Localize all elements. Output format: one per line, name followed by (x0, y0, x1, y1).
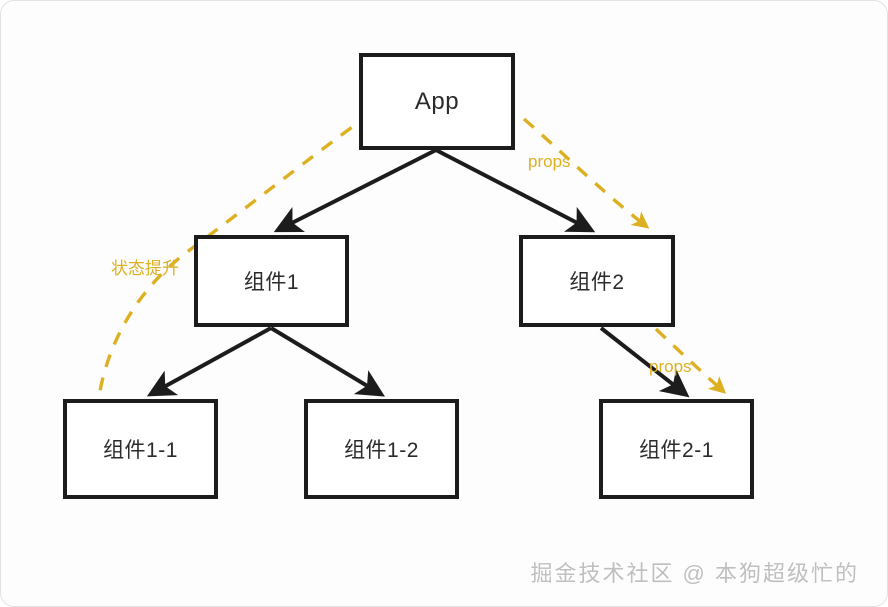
node-component1-1[interactable]: 组件1-1 (63, 399, 218, 499)
solid-edge-group (146, 148, 690, 398)
dashed-edge-props-app-to-component2 (522, 117, 650, 229)
node-component1-label: 组件1 (243, 271, 300, 294)
edge-component2-to-component2-1 (599, 326, 690, 398)
node-component1-1-label: 组件1-1 (103, 439, 178, 462)
watermark-text: 掘金技术社区 @ 本狗超级忙的 (530, 561, 859, 586)
node-component1[interactable]: 组件1 (194, 235, 349, 327)
edge-app-to-component2 (435, 148, 596, 233)
node-app-label: App (414, 87, 460, 115)
edge-label-props-app-component2: props (528, 152, 571, 171)
node-component2[interactable]: 组件2 (519, 235, 675, 327)
dashed-edge-group (94, 102, 727, 439)
node-component2-1-label: 组件2-1 (639, 439, 714, 462)
edge-label-state-lifting: 状态提升 (111, 259, 179, 278)
edge-component1-to-component1-1 (146, 326, 272, 397)
dashed-edge-state-lifting (94, 102, 387, 439)
dashed-edge-props-component2-to-component2-1 (654, 327, 727, 394)
node-app[interactable]: App (359, 53, 515, 150)
edge-component1-to-component1-2 (269, 326, 385, 397)
node-component2-label: 组件2 (569, 271, 625, 294)
edge-label-props-component2-component2-1: props (649, 357, 692, 376)
node-component2-1[interactable]: 组件2-1 (599, 399, 754, 499)
edge-app-to-component1 (273, 148, 437, 233)
node-component1-2-label: 组件1-2 (344, 439, 419, 462)
node-component1-2[interactable]: 组件1-2 (304, 399, 459, 499)
